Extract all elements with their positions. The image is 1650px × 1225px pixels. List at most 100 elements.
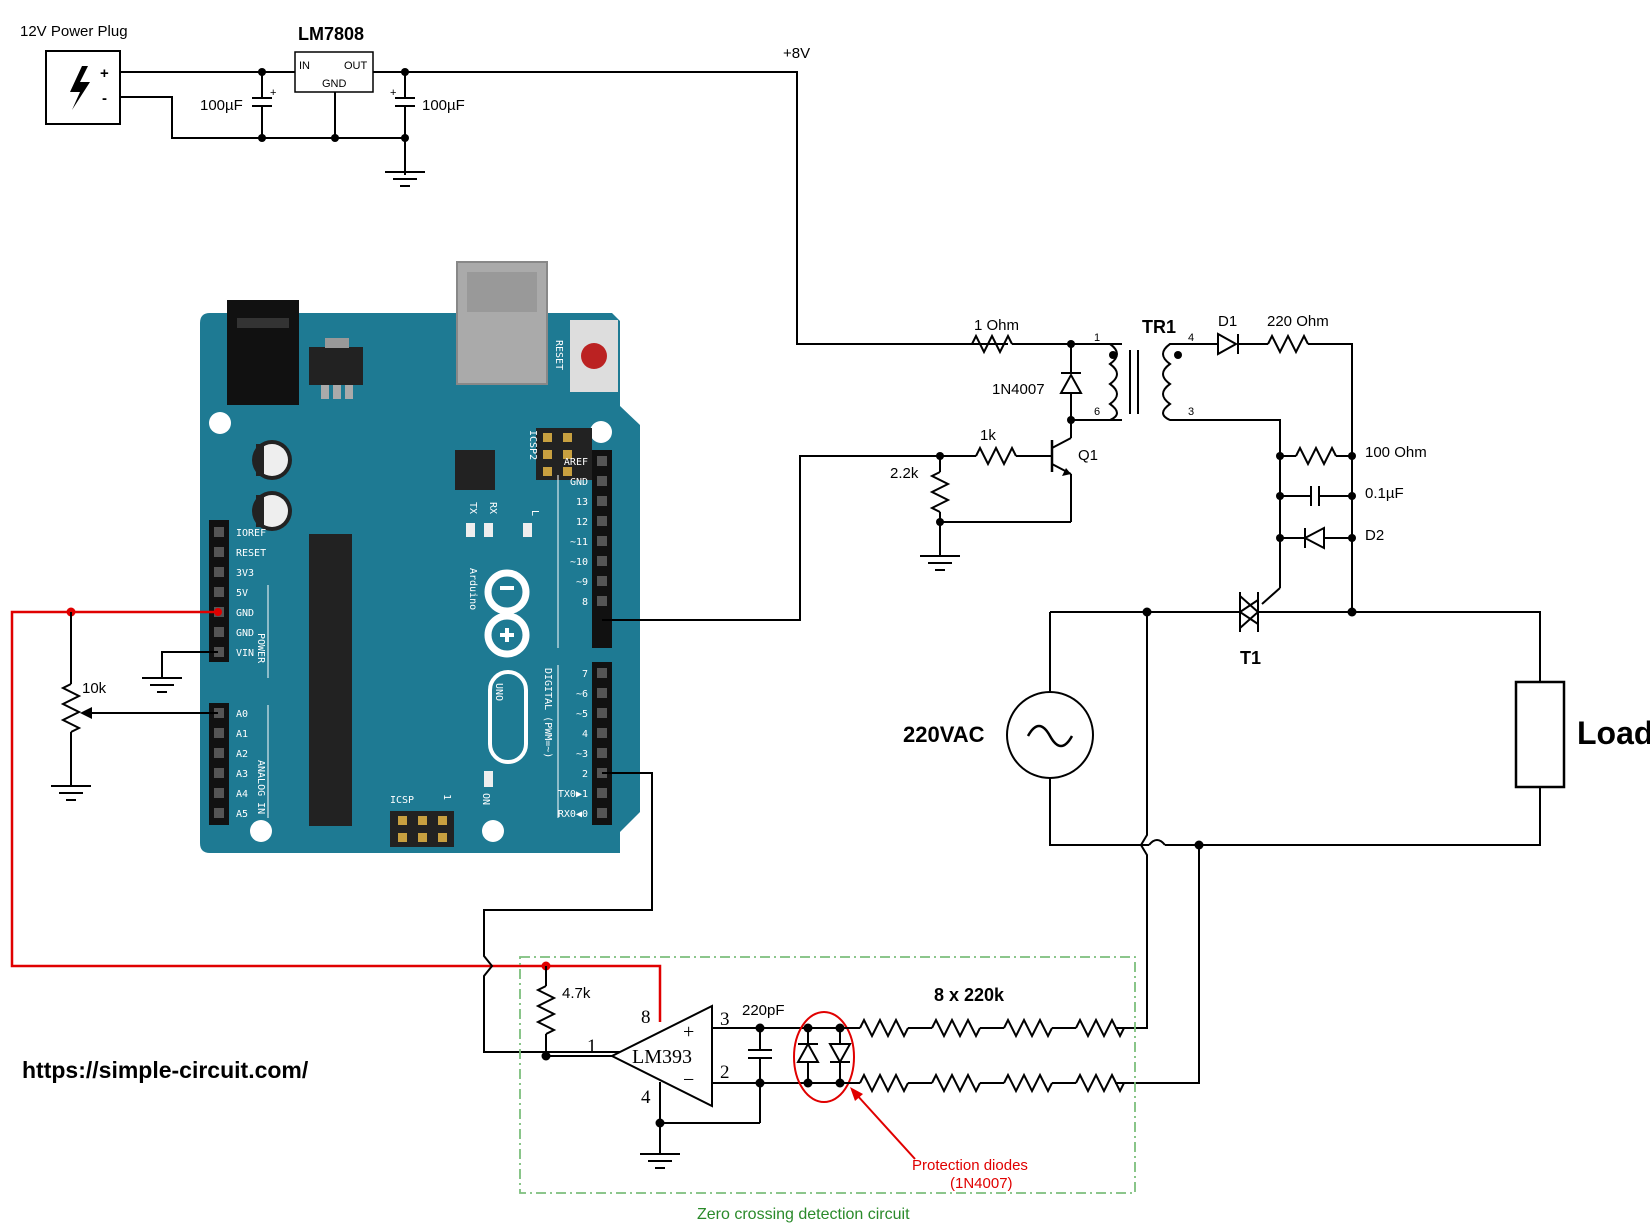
- digital-pin-socket[interactable]: [597, 496, 607, 506]
- analog-pin-socket[interactable]: [214, 728, 224, 738]
- power-pin-label: VIN: [236, 648, 254, 659]
- power-plug-label: 12V Power Plug: [20, 23, 128, 40]
- diode-d1: [1217, 332, 1239, 356]
- analog-pin-socket[interactable]: [214, 748, 224, 758]
- mains-section: 220VAC Load: [903, 607, 1650, 1084]
- r-100-label: 100 Ohm: [1365, 444, 1427, 461]
- r-4k7-label: 4.7k: [562, 985, 591, 1002]
- comp-pin3-label: 3: [720, 1009, 730, 1030]
- analog-pin-label: A1: [236, 729, 248, 740]
- power-pin-socket[interactable]: [214, 547, 224, 557]
- digital-pin-socket[interactable]: [597, 808, 607, 818]
- digital-pin-socket[interactable]: [597, 476, 607, 486]
- tx-label: TX: [467, 502, 478, 514]
- comp-pin8-label: 8: [641, 1007, 651, 1028]
- pin9-gate-wire: [602, 455, 940, 621]
- power-pin-label: IOREF: [236, 528, 266, 539]
- digital-pin-socket[interactable]: [597, 556, 607, 566]
- analog-pin-socket[interactable]: [214, 788, 224, 798]
- r-220-label: 220 Ohm: [1267, 313, 1329, 330]
- analog-pin-socket[interactable]: [214, 768, 224, 778]
- capacitor-100uf-2: +: [390, 72, 415, 175]
- analog-pin-label: A0: [236, 709, 248, 720]
- plug-minus-label: -: [102, 90, 107, 107]
- zcd-title: Zero crossing detection circuit: [697, 1206, 910, 1223]
- reg-out-label: OUT: [344, 60, 368, 72]
- analog-group-label: ANALOG IN: [255, 760, 266, 814]
- analog-pin-socket[interactable]: [214, 708, 224, 718]
- power-group-label: POWER: [255, 633, 266, 664]
- analog-pin-label: A4: [236, 789, 248, 800]
- 5v-red-wire: [10, 610, 662, 1022]
- digital-pin-socket[interactable]: [597, 788, 607, 798]
- load-box: [1514, 680, 1566, 789]
- icsp-pin1-label: 1: [441, 794, 452, 800]
- transformer-secondary: [1162, 343, 1180, 421]
- digital-pin-label: ~10: [570, 557, 588, 568]
- arduino-brand-label: Arduino: [467, 568, 478, 610]
- resistor-220k: [1075, 1072, 1125, 1094]
- protection-diodes: [793, 1011, 855, 1103]
- dc-jack: [227, 300, 299, 405]
- resistor-220k: [931, 1072, 981, 1094]
- digital-pin-label: ~11: [570, 537, 588, 548]
- digital-pin-label: ~6: [576, 689, 588, 700]
- power-pin-socket[interactable]: [214, 647, 224, 657]
- transformer-label: TR1: [1142, 317, 1176, 337]
- tr-pin3-label: 3: [1188, 406, 1194, 418]
- digital-pin-socket[interactable]: [597, 516, 607, 526]
- regulator-label: LM7808: [298, 24, 364, 44]
- analog-pin-socket[interactable]: [214, 808, 224, 818]
- tr-pin1-label: 1: [1094, 332, 1100, 344]
- icsp2-label: ICSP2: [527, 430, 538, 460]
- digital-pin-socket[interactable]: [597, 668, 607, 678]
- digital-pin-socket[interactable]: [597, 688, 607, 698]
- power-pin-label: 3V3: [236, 568, 254, 579]
- power-pin-socket[interactable]: [214, 587, 224, 597]
- comparator-label: LM393: [632, 1046, 692, 1068]
- resistor-chain-220k: [840, 1017, 1125, 1094]
- cap-220pf-label: 220pF: [742, 1002, 785, 1019]
- digital-pin-label: 2: [582, 769, 588, 780]
- power-pin-socket[interactable]: [214, 627, 224, 637]
- digital-pin-socket[interactable]: [597, 728, 607, 738]
- digital-pin-label: AREF: [564, 457, 588, 468]
- digital-pin-label: GND: [570, 477, 588, 488]
- website-url: https://simple-circuit.com/: [22, 1057, 309, 1083]
- comparator-plus: +: [683, 1021, 694, 1043]
- resistor-1k: [975, 445, 1017, 467]
- resistor-220k: [1003, 1017, 1053, 1039]
- digital-pin-socket[interactable]: [597, 596, 607, 606]
- zero-crossing-section: Zero crossing detection circuit 4.7k LM3…: [519, 956, 1136, 1223]
- potentiometer-10k: [60, 683, 82, 733]
- digital-pin-socket[interactable]: [597, 536, 607, 546]
- digital-pin-label: ~3: [576, 749, 588, 760]
- digital-pin-label: RX0◀0: [558, 809, 588, 820]
- diode-1n4007-label: 1N4007: [992, 381, 1045, 398]
- digital-pin-socket[interactable]: [597, 708, 607, 718]
- plug-plus-label: +: [100, 65, 109, 82]
- power-pin-socket[interactable]: [214, 527, 224, 537]
- lightning-icon: [70, 66, 90, 110]
- arduino-logo: [484, 569, 530, 658]
- rx-label: RX: [487, 502, 498, 514]
- digital-pin-socket[interactable]: [597, 456, 607, 466]
- digital-pin-label: TX0▶1: [558, 789, 588, 800]
- power-pin-socket[interactable]: [214, 567, 224, 577]
- diode-d2: [1302, 526, 1325, 550]
- diode-1n4007: [1059, 372, 1083, 394]
- digital-pin-label: ~9: [576, 577, 588, 588]
- digital-pin-socket[interactable]: [597, 748, 607, 758]
- zcd-boundary: [519, 956, 1136, 1194]
- svg-text:+: +: [270, 87, 276, 99]
- resistor-220k: [859, 1072, 909, 1094]
- comparator-minus: −: [683, 1069, 694, 1091]
- resistor-1-ohm: [971, 333, 1013, 355]
- comp-pin4-label: 4: [641, 1087, 651, 1108]
- digital-pin-socket[interactable]: [597, 576, 607, 586]
- icsp-label: ICSP: [390, 795, 414, 806]
- resistor-220k: [931, 1017, 981, 1039]
- power-pin-label: RESET: [236, 548, 266, 559]
